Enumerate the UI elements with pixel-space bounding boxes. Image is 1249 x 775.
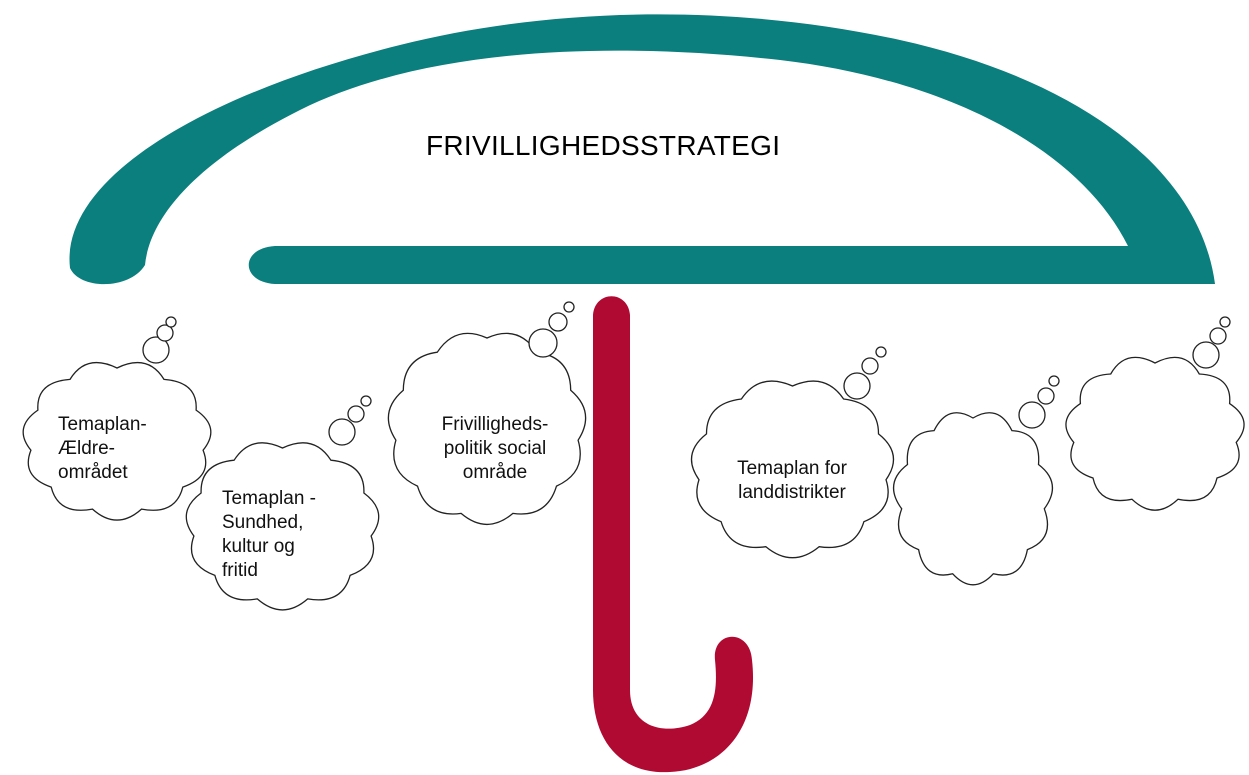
thought-cloud-landdistrikter — [690, 346, 895, 559]
thought-cloud-sundhed — [185, 395, 380, 611]
thought-bubble — [360, 395, 372, 407]
cloud-shape — [690, 380, 895, 559]
thought-bubble — [843, 372, 871, 400]
thought-bubble — [1209, 327, 1227, 345]
thought-bubble — [861, 357, 879, 375]
cloud-label-landdistrikter: Temaplan for landdistrikter — [737, 458, 847, 503]
clouds-layer — [22, 301, 1245, 611]
thought-bubble — [1018, 401, 1046, 429]
thought-bubble — [156, 324, 174, 342]
cloud-shape — [185, 442, 380, 611]
thought-bubble — [165, 316, 177, 328]
cloud-shape — [1065, 356, 1245, 511]
cloud-label-sundhed: Temaplan - Sundhed, kultur og fritid — [222, 488, 316, 581]
cloud-label-aeldre: Temaplan- Ældre- området — [58, 414, 147, 483]
thought-bubble — [328, 418, 356, 446]
thought-bubble — [347, 405, 365, 423]
cloud-shape — [893, 412, 1053, 586]
cloud-shape — [22, 361, 212, 521]
thought-cloud-aeldre — [22, 316, 212, 521]
thought-cloud-blank-2 — [1065, 316, 1245, 511]
diagram-title: FRIVILLIGHEDSSTRATEGI — [426, 130, 781, 161]
cloud-label-frivillighedspolitik: Frivilligheds- politik social område — [441, 414, 549, 483]
thought-bubble — [1037, 387, 1055, 405]
umbrella-handle — [593, 296, 754, 773]
thought-bubble — [1219, 316, 1231, 328]
thought-bubble — [1048, 375, 1060, 387]
thought-bubble — [548, 312, 568, 332]
thought-cloud-blank-1 — [893, 375, 1060, 586]
umbrella-canopy — [69, 14, 1216, 285]
thought-bubble — [142, 336, 170, 364]
cloud-shape — [387, 332, 587, 526]
thought-bubble — [875, 346, 887, 358]
thought-cloud-frivillighedspolitik — [387, 301, 587, 526]
thought-bubble — [563, 301, 575, 313]
thought-bubble — [528, 328, 558, 358]
thought-bubble — [1192, 341, 1220, 369]
